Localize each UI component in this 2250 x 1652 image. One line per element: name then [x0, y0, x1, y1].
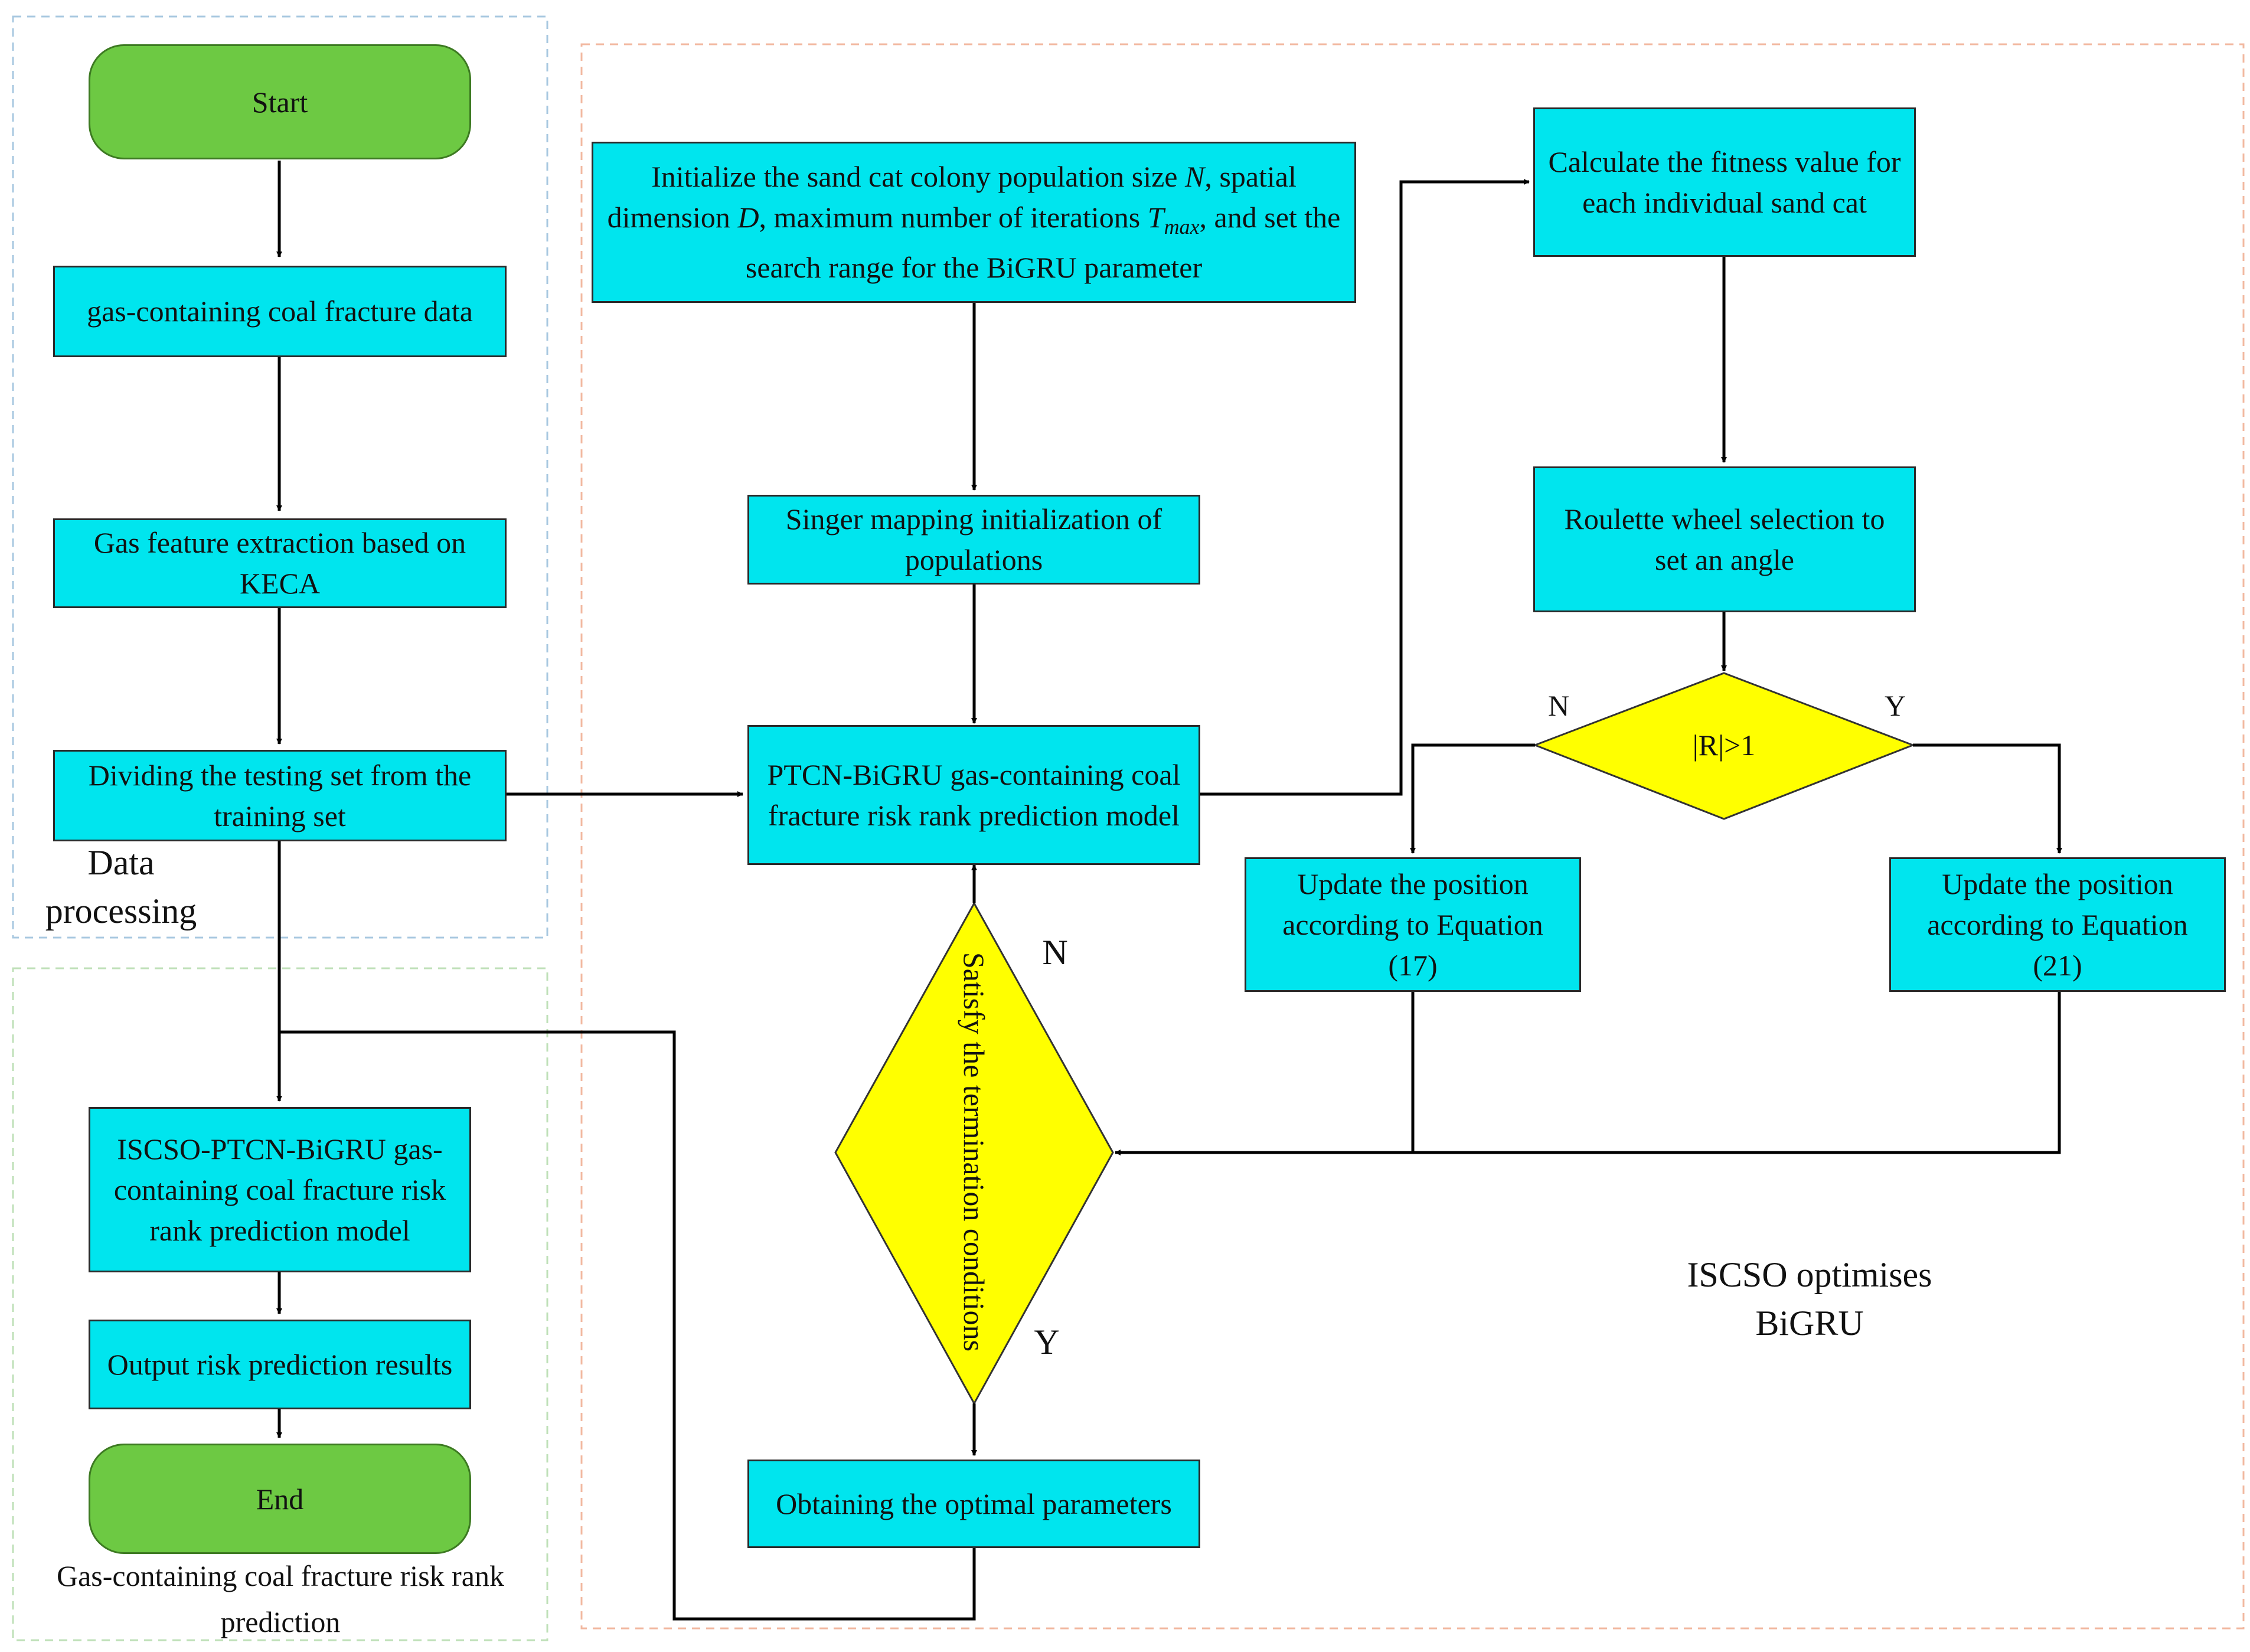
process-gas-data: gas-containing coal fracture data	[53, 266, 507, 357]
initialize-var-d: D	[737, 201, 759, 234]
keca-label: Gas feature extraction based on KECA	[93, 526, 466, 600]
region-iscso-label: ISCSO optimises BiGRU	[1687, 1255, 1932, 1343]
process-fitness: Calculate the fitness value for each ind…	[1533, 107, 1916, 257]
initialize-text-2: , spatial dimension	[607, 160, 1297, 234]
process-output: Output risk prediction results	[89, 1320, 471, 1409]
edge-label-termination-no: N	[1042, 933, 1068, 972]
edge-label-r-yes: Y	[1884, 689, 1906, 722]
edge-ptcn-to-fitness	[1200, 179, 1530, 796]
singer-label: Singer mapping initialization of populat…	[785, 502, 1162, 576]
decision-r-label: |R|>1	[1692, 729, 1756, 762]
edge-optimal-to-model	[279, 1030, 976, 1621]
output-label: Output risk prediction results	[107, 1347, 453, 1381]
process-update17: Update the position according to Equatio…	[1245, 857, 1581, 992]
dividing-label: Dividing the testing set from the traini…	[88, 758, 472, 832]
initialize-text-1: Initialize the sand cat colony populatio…	[651, 160, 1185, 193]
process-singer: Singer mapping initialization of populat…	[747, 495, 1200, 585]
iscso-model-label: ISCSO-PTCN-BiGRU gas-containing coal fra…	[113, 1132, 446, 1247]
termination-label: Satisfy the termination conditions	[958, 952, 991, 1352]
process-update21: Update the position according to Equatio…	[1889, 857, 2226, 992]
initialize-label: Initialize the sand cat colony populatio…	[606, 156, 1341, 288]
process-ptcn: PTCN-BiGRU gas-containing coal fracture …	[747, 725, 1200, 865]
start-terminal: Start	[89, 44, 471, 159]
region-prediction-frame	[12, 967, 548, 1641]
edge-label-r-no: N	[1547, 689, 1570, 722]
process-roulette: Roulette wheel selection to set an angle	[1533, 466, 1916, 612]
gas-data-label: gas-containing coal fracture data	[87, 295, 473, 328]
end-label: End	[256, 1482, 304, 1516]
edge-update21-to-termination	[1115, 992, 2061, 1155]
start-label: Start	[252, 85, 308, 119]
initialize-var-max: max	[1164, 215, 1200, 239]
process-initialize: Initialize the sand cat colony populatio…	[592, 142, 1356, 303]
process-keca: Gas feature extraction based on KECA	[53, 518, 507, 608]
process-dividing: Dividing the testing set from the traini…	[53, 750, 507, 841]
edge-r-yes-to-update21	[1913, 743, 2062, 854]
process-iscso-model: ISCSO-PTCN-BiGRU gas-containing coal fra…	[89, 1107, 471, 1272]
roulette-label: Roulette wheel selection to set an angle	[1564, 502, 1885, 576]
decision-r-shape	[1532, 672, 1916, 820]
ptcn-label: PTCN-BiGRU gas-containing coal fracture …	[767, 758, 1181, 832]
update17-label: Update the position according to Equatio…	[1282, 867, 1543, 982]
initialize-text-4: , and set the search range for the BiGRU…	[745, 201, 1341, 284]
process-optimal: Obtaining the optimal parameters	[747, 1460, 1200, 1548]
update21-label: Update the position according to Equatio…	[1927, 867, 2188, 982]
initialize-text-3: , maximum number of iterations	[759, 201, 1148, 234]
region-prediction-label: Gas-containing coal fracture risk rank p…	[56, 1559, 504, 1638]
optimal-label: Obtaining the optimal parameters	[776, 1487, 1172, 1520]
end-terminal: End	[89, 1444, 471, 1554]
region-iscso-frame	[580, 43, 2245, 1630]
region-data-processing-label: Data processing	[45, 843, 197, 931]
edge-r-no-to-update17	[1410, 743, 1535, 854]
fitness-label: Calculate the fitness value for each ind…	[1548, 145, 1901, 219]
edge-label-termination-yes: Y	[1034, 1323, 1060, 1362]
initialize-var-t: T	[1147, 201, 1164, 234]
initialize-var-n: N	[1185, 160, 1205, 193]
